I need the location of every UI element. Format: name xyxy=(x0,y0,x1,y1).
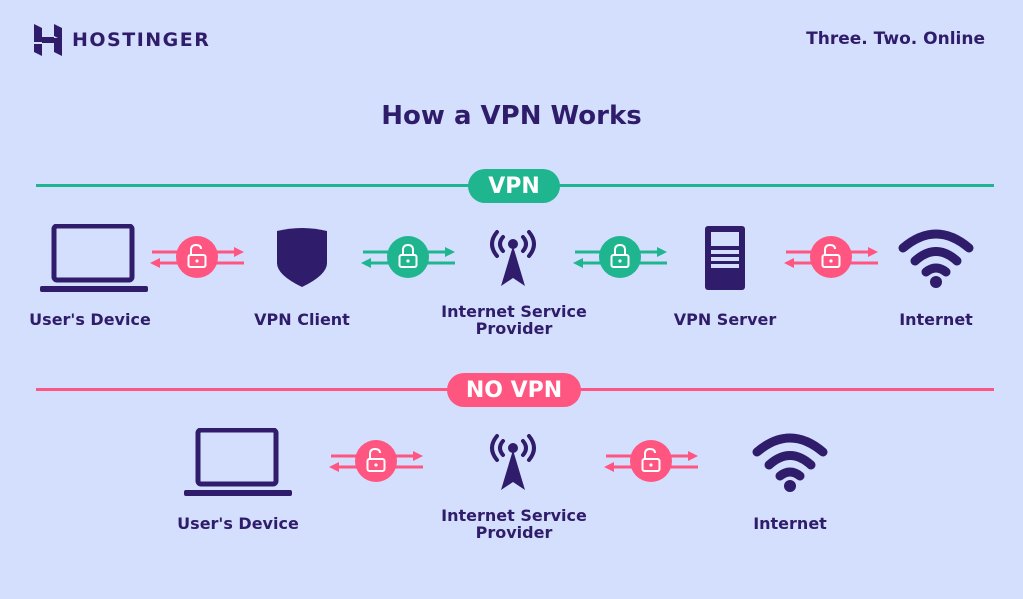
no-vpn-node-label: User's Device xyxy=(177,514,299,533)
unlocked-padlock-icon xyxy=(176,236,218,278)
server-icon xyxy=(705,226,745,290)
laptop-icon xyxy=(40,224,148,292)
no-vpn-node-isp xyxy=(487,430,539,492)
vpn-link-locked xyxy=(361,236,455,278)
no-vpn-node-internet xyxy=(752,432,828,494)
vpn-link-locked xyxy=(573,236,667,278)
unlocked-padlock-icon xyxy=(810,236,852,278)
vpn-node-vpn-server xyxy=(705,226,745,290)
brand-name: HOSTINGER xyxy=(72,29,211,51)
unlocked-padlock-icon xyxy=(355,440,397,482)
no-vpn-badge: NO VPN xyxy=(447,373,581,407)
vpn-node-internet xyxy=(898,228,974,290)
laptop-icon xyxy=(184,428,292,496)
vpn-node-label: User's Device xyxy=(29,310,151,329)
vpn-node-label: VPN Server xyxy=(673,310,777,329)
vpn-link-unlocked xyxy=(150,236,244,278)
vpn-link-unlocked xyxy=(784,236,878,278)
vpn-node-label: Internet xyxy=(899,310,973,329)
no-vpn-link-unlocked xyxy=(604,440,698,482)
antenna-icon xyxy=(490,434,536,490)
hostinger-logo-icon xyxy=(34,24,62,56)
brand-logo: HOSTINGER xyxy=(34,24,210,56)
locked-padlock-icon xyxy=(387,236,429,278)
wifi-icon xyxy=(752,433,828,492)
vpn-node-isp xyxy=(487,226,539,288)
no-vpn-node-users-device xyxy=(184,428,292,498)
no-vpn-node-label: Internet xyxy=(753,514,827,533)
wifi-icon xyxy=(898,229,974,288)
no-vpn-link-unlocked xyxy=(329,440,423,482)
diagram-title: How a VPN Works xyxy=(381,101,642,131)
antenna-icon xyxy=(490,230,536,286)
locked-padlock-icon xyxy=(599,236,641,278)
vpn-node-users-device xyxy=(40,224,148,294)
vpn-badge: VPN xyxy=(468,169,560,203)
tagline: Three. Two. Online xyxy=(806,29,985,49)
shield-icon xyxy=(277,228,327,287)
vpn-node-vpn-client xyxy=(275,227,329,289)
vpn-node-label: VPN Client xyxy=(254,310,350,329)
unlocked-padlock-icon xyxy=(630,440,672,482)
